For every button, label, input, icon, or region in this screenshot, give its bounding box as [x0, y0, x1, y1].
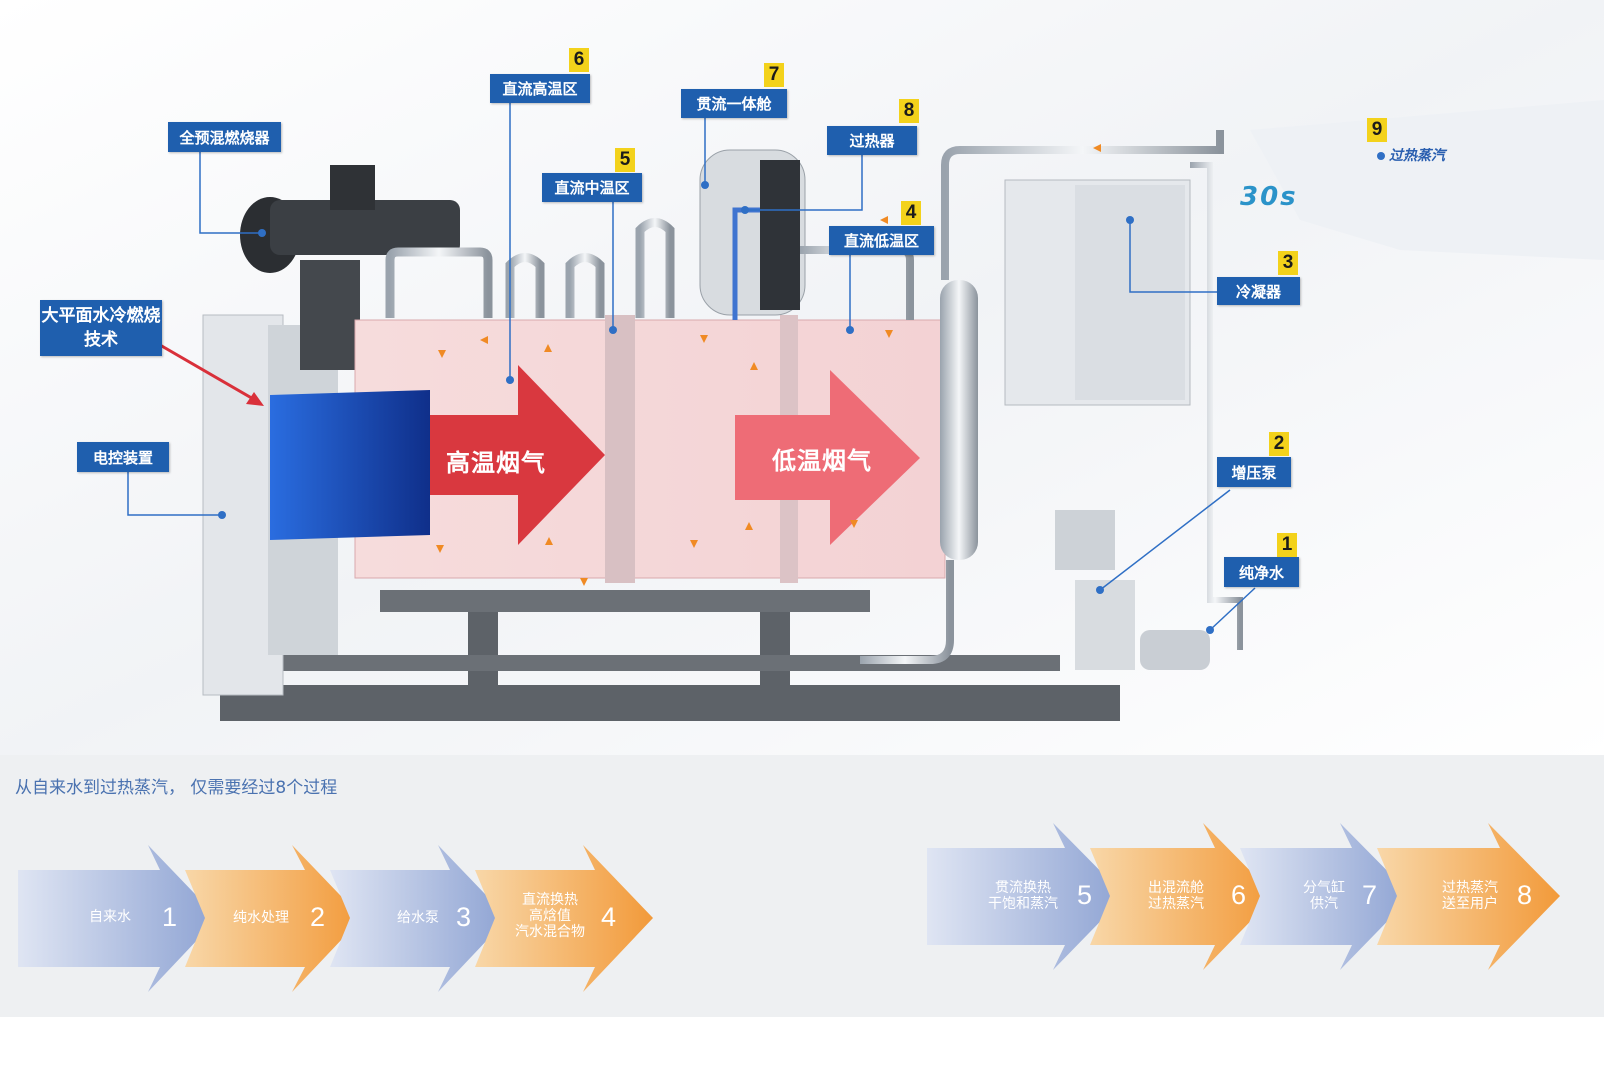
step-7-label: 分气缸 供汽: [1303, 880, 1345, 912]
badge-8: 8: [899, 99, 919, 123]
badge-2: 2: [1269, 432, 1289, 456]
mid-temp-zone-callout: 直流中温区: [542, 173, 642, 202]
badge-1: 1: [1277, 533, 1297, 557]
integrated-cabin-callout: 贯流一体舱: [681, 89, 787, 118]
high-temp-zone-callout: 直流高温区: [490, 74, 590, 103]
high-temp-flue-gas-label: 高温烟气: [446, 449, 546, 477]
step-7-number: 7: [1362, 880, 1378, 910]
step-3-number: 3: [456, 902, 472, 932]
superheater-callout: 过热器: [827, 126, 917, 155]
step-8-label: 过热蒸汽 送至用户: [1442, 880, 1498, 912]
badge-3: 3: [1278, 251, 1298, 275]
step-5-label: 贯流换热 干饱和蒸汽: [988, 880, 1058, 912]
pure-water-callout: 纯净水: [1224, 557, 1299, 587]
step-5-number: 5: [1077, 880, 1093, 910]
badge-7: 7: [764, 63, 784, 87]
burner-callout: 全预混燃烧器: [168, 122, 281, 152]
superheated-steam-label: 过热蒸汽: [1389, 148, 1445, 164]
process-title: 从自来水到过热蒸汽， 仅需要经过8个过程: [15, 778, 338, 798]
water-cooled-combustion-callout: 大平面水冷燃烧技术: [40, 300, 162, 356]
badge-6: 6: [569, 48, 589, 72]
step-2-label: 纯水处理: [233, 910, 289, 926]
control-unit-callout: 电控装置: [77, 442, 169, 472]
condenser-callout: 冷凝器: [1217, 277, 1300, 305]
badge-5: 5: [615, 148, 635, 172]
step-6-label: 出混流舱 过热蒸汽: [1148, 880, 1204, 912]
badge-9: 9: [1367, 118, 1387, 142]
step-1-label: 自来水: [89, 909, 131, 925]
low-temp-zone-callout: 直流低温区: [829, 226, 934, 255]
step-3-label: 给水泵: [397, 910, 439, 926]
step-6-number: 6: [1231, 880, 1247, 910]
booster-pump-callout: 增压泵: [1217, 457, 1291, 487]
badge-4: 4: [901, 201, 921, 225]
step-8-number: 8: [1517, 880, 1533, 910]
step-4-number: 4: [601, 902, 617, 932]
step-4-label: 直流换热 高焓值 汽水混合物: [515, 892, 585, 940]
step-2-number: 2: [310, 902, 326, 932]
brand-30s: 30s: [1240, 182, 1298, 212]
low-temp-flue-gas-label: 低温烟气: [772, 447, 872, 475]
step-1-number: 1: [162, 902, 178, 932]
